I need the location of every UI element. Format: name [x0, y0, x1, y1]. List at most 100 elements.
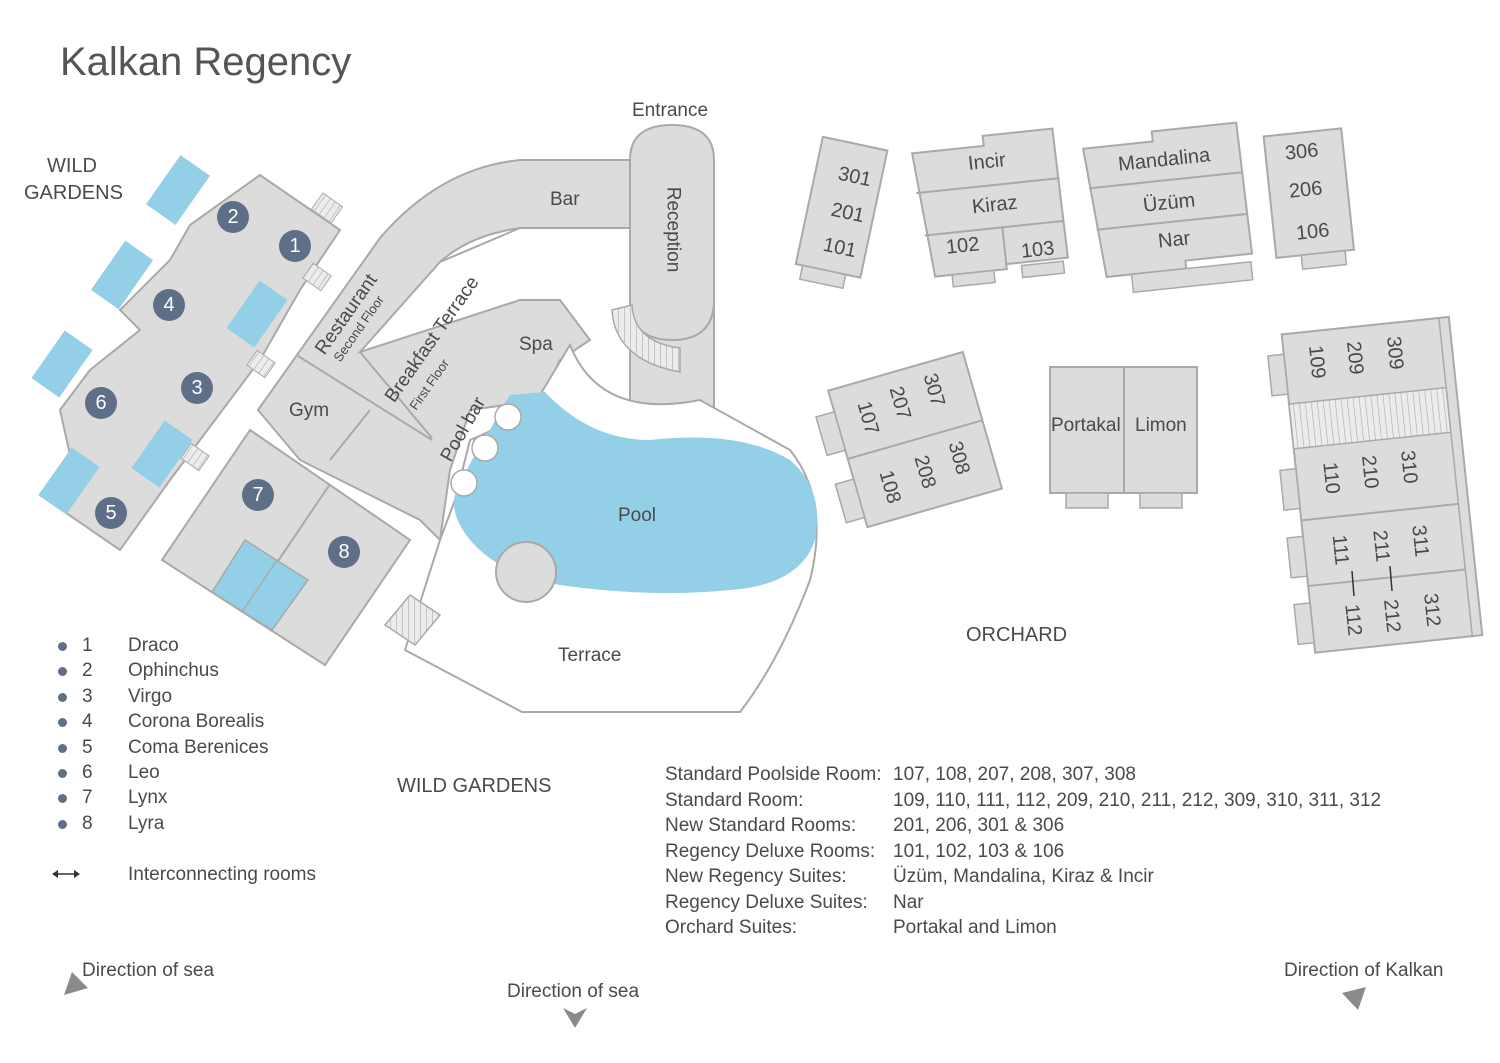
pool-bar-stool [450, 469, 478, 497]
villa-badge-5: 5 [95, 497, 127, 529]
label-pool: Pool [618, 505, 657, 526]
room-311: 311 [1407, 523, 1433, 559]
room-type-rooms: Üzüm, Mandalina, Kiraz & Incir [893, 866, 1154, 887]
villa-stairs [246, 349, 276, 379]
villa-badge-1: 1 [279, 230, 311, 262]
room-type-rooms: 107, 108, 207, 208, 307, 308 [893, 764, 1136, 785]
room-type-rooms: 109, 110, 111, 112, 209, 210, 211, 212, … [893, 789, 1382, 811]
legend-name: Coma Berenices [128, 736, 269, 758]
interconnecting-label: Interconnecting rooms [128, 864, 316, 885]
room-type-rooms: Nar [893, 891, 924, 913]
room-type-name: Regency Deluxe Rooms: [665, 840, 876, 862]
label-orchard: ORCHARD [966, 624, 1068, 646]
legend-dot-icon [58, 819, 67, 829]
villa-stairs [310, 192, 344, 224]
legend-number: 4 [82, 711, 93, 733]
interconnecting-legend: Interconnecting rooms [52, 864, 352, 888]
villa-badge-7: 7 [242, 479, 274, 511]
legend-name: Ophinchus [128, 660, 219, 682]
room-nar: Nar [1156, 227, 1192, 253]
page-title: Kalkan Regency [60, 40, 352, 84]
legend-number: 5 [82, 736, 93, 758]
room-incir: Incir [966, 149, 1007, 175]
room-310: 310 [1396, 449, 1422, 485]
legend-dot-icon [58, 794, 67, 804]
room-type-name: New Regency Suites: [665, 866, 847, 887]
room-type-name: Regency Deluxe Suites: [665, 891, 868, 913]
room-110: 110 [1318, 460, 1344, 496]
villa-badge-4: 4 [153, 289, 185, 321]
label-wild-gardens-top-2: GARDENS [24, 182, 123, 204]
room-block-limon [1123, 366, 1198, 494]
room-type-rooms: 201, 206, 301 & 306 [893, 815, 1065, 836]
room-212: 212 [1379, 598, 1405, 634]
pool-bar-stool [471, 434, 499, 462]
room-kiraz: Kiraz [970, 191, 1019, 219]
legend-name: Draco [128, 635, 179, 656]
room-block-portakal [1049, 366, 1125, 494]
direction-arrow-kalkan [1342, 987, 1366, 1010]
legend-number: 2 [82, 660, 93, 682]
spiral-stairs [611, 304, 681, 373]
room-type-name: New Standard Rooms: [665, 815, 857, 836]
direction-sea-left: Direction of sea [82, 960, 215, 981]
legend-number: 6 [82, 761, 93, 783]
pool-bar-stool [494, 403, 522, 431]
label-wild-gardens-top-1: WILD [47, 155, 97, 177]
label-bar: Bar [550, 189, 580, 210]
room-206: 206 [1287, 177, 1324, 203]
label-entrance: Entrance [632, 100, 709, 121]
room-102: 102 [944, 233, 981, 259]
label-reception: Reception [662, 186, 684, 273]
legend-dot-icon [58, 667, 67, 677]
legend-dot-icon [58, 743, 67, 753]
villa-stairs [180, 442, 210, 472]
direction-arrow-sea-center [563, 1008, 587, 1028]
label-wild-gardens-bottom: WILD GARDENS [397, 775, 552, 797]
reception-building [629, 123, 715, 441]
room-limon: Limon [1135, 415, 1187, 436]
double-arrow-icon [52, 870, 80, 878]
villa-pool [226, 280, 288, 348]
legend-dot-icon [58, 718, 67, 728]
direction-sea-center: Direction of sea [507, 981, 640, 1002]
room-type-rooms: Portakal and Limon [893, 917, 1057, 938]
room-106: 106 [1294, 219, 1331, 245]
direction-arrow-sea-left [64, 972, 88, 995]
room-type-name: Standard Room: [665, 789, 804, 811]
room-306: 306 [1283, 139, 1320, 165]
villa-pool [131, 420, 193, 488]
room-111: 111 [1327, 533, 1353, 567]
room-103: 103 [1019, 237, 1056, 263]
room-210: 210 [1357, 454, 1383, 490]
villa-badge-2: 2 [217, 201, 249, 233]
terrace-stairs [383, 594, 442, 646]
legend-name: Virgo [128, 685, 173, 707]
villa-stairs [302, 262, 332, 292]
room-312: 312 [1419, 592, 1445, 628]
legend-dot-icon [58, 692, 67, 702]
label-gym: Gym [289, 400, 330, 421]
label-terrace: Terrace [558, 645, 622, 666]
room-211: 211 [1368, 528, 1394, 564]
room-type-rooms: 101, 102, 103 & 106 [893, 840, 1065, 862]
room-uzum: Üzüm [1141, 189, 1197, 217]
room-type-name: Standard Poolside Room: [665, 764, 882, 785]
label-spa: Spa [519, 334, 553, 355]
legend-name: Leo [128, 761, 160, 783]
villa-pool [90, 240, 154, 310]
legend-name: Lyra [128, 812, 165, 834]
villa-badge-8: 8 [328, 536, 360, 568]
room-type-name: Orchard Suites: [665, 917, 797, 938]
villa-block-1-6 [38, 173, 342, 552]
legend-dot-icon [58, 642, 67, 651]
main-building-divisions [297, 227, 521, 461]
legend-number: 1 [82, 635, 93, 656]
room-109: 109 [1304, 344, 1330, 380]
legend-number: 3 [82, 685, 93, 707]
interconnect-arrow-211-212 [1389, 565, 1393, 592]
room-309: 309 [1382, 335, 1408, 371]
legend-dot-icon [58, 768, 67, 778]
villa-pool [146, 155, 210, 225]
room-112: 112 [1340, 602, 1366, 638]
